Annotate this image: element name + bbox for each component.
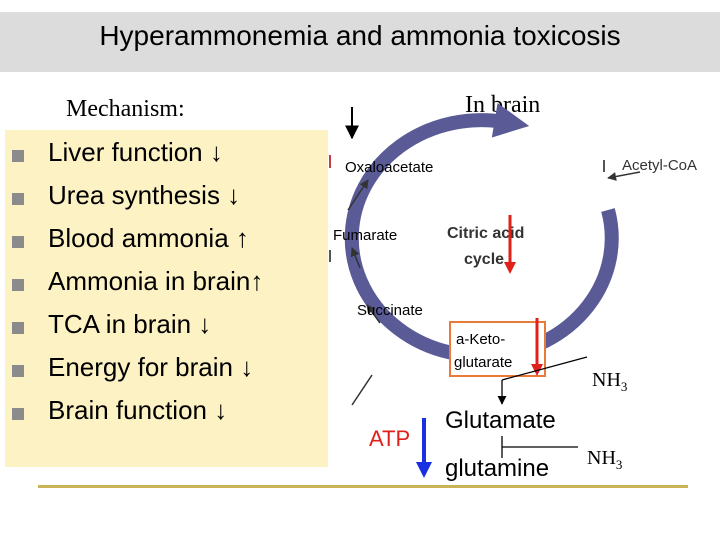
pathway-arrow — [350, 247, 361, 269]
glutamate-label: Glutamate — [445, 407, 556, 434]
square-bullet-icon — [12, 279, 24, 291]
succinate-label: Succinate — [357, 302, 423, 319]
acetyl-coa-label: Acetyl-CoA — [622, 157, 697, 174]
square-bullet-icon — [12, 322, 24, 334]
mechanism-label: Mechanism: — [66, 96, 185, 122]
fumarate-label: Fumarate — [333, 227, 397, 244]
square-bullet-icon — [12, 365, 24, 377]
square-bullet-icon — [12, 408, 24, 420]
cycle-ring — [344, 103, 619, 364]
pathway-arrow — [347, 179, 369, 211]
square-bullet-icon — [12, 193, 24, 205]
pathway-arrow — [351, 374, 373, 406]
list-item: TCA in brain ↓ — [0, 307, 320, 350]
cycle-label: cycle — [464, 251, 504, 268]
bullet-text: Urea synthesis ↓ — [48, 180, 241, 210]
slide-title: Hyperammonemia and ammonia toxicosis — [99, 20, 621, 51]
footer-divider — [38, 485, 688, 488]
nh3-label: NH3 — [592, 369, 627, 394]
list-item: Liver function ↓ — [0, 135, 320, 178]
title-bar — [0, 12, 720, 72]
glutamine-label: glutamine — [445, 455, 549, 482]
bullet-text: TCA in brain ↓ — [48, 309, 212, 339]
bullet-text: Brain function ↓ — [48, 395, 228, 425]
bullet-text: Ammonia in brain↑ — [48, 266, 264, 296]
pathway-arrow — [366, 304, 381, 324]
bullet-text: Blood ammonia ↑ — [48, 223, 249, 253]
list-item: Brain function ↓ — [0, 393, 320, 436]
list-item: Energy for brain ↓ — [0, 350, 320, 393]
bullet-text: Energy for brain ↓ — [48, 352, 254, 382]
list-item: Blood ammonia ↑ — [0, 221, 320, 264]
nh3-label: NH3 — [587, 447, 622, 472]
square-bullet-icon — [12, 150, 24, 162]
aketo-label-line2: glutarate — [454, 354, 512, 371]
citric-acid-label: Citric acid — [447, 225, 524, 242]
oxaloacetate-label: Oxaloacetate — [345, 159, 433, 176]
pathway-arrow — [607, 171, 641, 181]
mechanism-box — [5, 130, 328, 467]
list-item: Urea synthesis ↓ — [0, 178, 320, 221]
ammonia-arrow — [501, 356, 588, 381]
aketo-label-line1: a-Keto- — [456, 331, 505, 348]
mechanism-list: Liver function ↓ Urea synthesis ↓ Blood … — [0, 135, 320, 436]
alpha-ketoglutarate-box — [449, 321, 546, 377]
bullet-text: Liver function ↓ — [48, 137, 223, 167]
atp-label: ATP — [369, 426, 410, 451]
list-item: Ammonia in brain↑ — [0, 264, 320, 307]
square-bullet-icon — [12, 236, 24, 248]
